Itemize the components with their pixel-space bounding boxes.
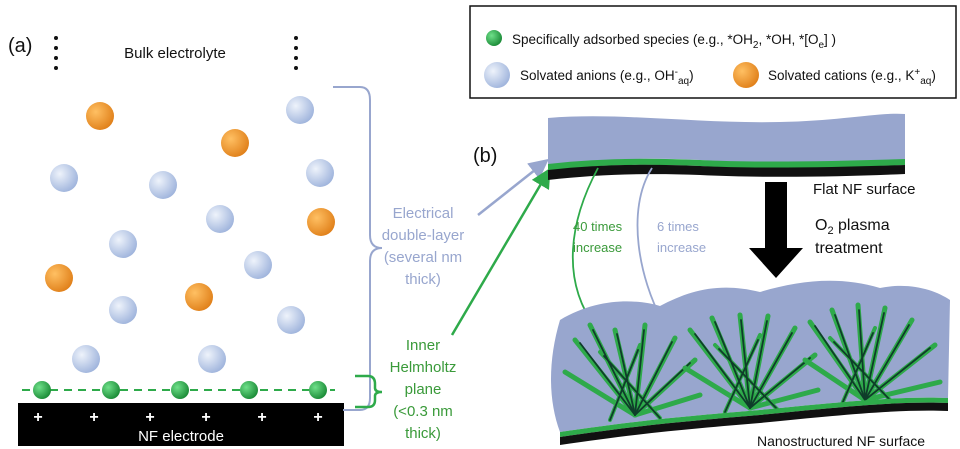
svg-text:Inner: Inner [406, 337, 440, 354]
plus-sign: + [33, 409, 42, 426]
treatment-arrow [749, 182, 803, 278]
nano-nf-substrate [560, 402, 948, 445]
flat-edl-layer [548, 113, 905, 165]
legend-cation-swatch [733, 62, 759, 88]
legend-adsorbed-swatch [486, 30, 502, 46]
svg-text:increase: increase [573, 240, 622, 255]
nano-nf-label: Nanostructured NF surface [757, 433, 925, 449]
adsorbed-particle [102, 381, 120, 399]
cation-particle [86, 102, 114, 130]
flat-adsorbed-layer [548, 158, 905, 171]
anion-particle [109, 230, 137, 258]
svg-text:increase: increase [657, 240, 706, 255]
cation-particle [185, 283, 213, 311]
anion-particle [50, 164, 78, 192]
edl-pointer-arrow [477, 158, 549, 216]
cation-particle [307, 208, 335, 236]
legend-adsorbed-text: Specifically adsorbed species (e.g., *OH… [512, 32, 836, 51]
ihp-label: Inner Helmholtz plane (<0.3 nm thick) [390, 337, 457, 442]
anion-particle [149, 171, 177, 199]
plus-sign: + [145, 409, 154, 426]
adsorbed-particle [171, 381, 189, 399]
legend-anion-text: Solvated anions (e.g., OH-aq) [520, 67, 694, 87]
anion-particle [306, 159, 334, 187]
plus-sign: + [201, 409, 210, 426]
electrode-label: NF electrode [138, 428, 224, 445]
svg-text:double-layer: double-layer [382, 227, 465, 244]
legend-anion-swatch [484, 62, 510, 88]
plus-sign: + [257, 409, 266, 426]
anion-particle [206, 205, 234, 233]
nano-adsorbed-layer [560, 397, 948, 437]
panel-b-label: (b) [473, 145, 497, 167]
nanostructure-flakes [562, 302, 943, 422]
increase-label-green: 40 times increase [573, 219, 623, 255]
svg-text:40 times: 40 times [573, 219, 623, 234]
ihp-pointer-arrow [450, 167, 551, 336]
svg-text:(<0.3 nm: (<0.3 nm [393, 403, 453, 420]
plus-sign: + [313, 409, 322, 426]
bulk-electrolyte-label: Bulk electrolyte [124, 45, 226, 62]
continuation-dots-right [294, 36, 298, 70]
plus-sign: + [89, 409, 98, 426]
svg-text:thick): thick) [405, 425, 441, 442]
continuation-dots-left [54, 36, 58, 70]
anion-particle [244, 251, 272, 279]
anion-particle [277, 306, 305, 334]
svg-text:6 times: 6 times [657, 219, 699, 234]
svg-text:plane: plane [405, 381, 442, 398]
increase-label-blue: 6 times increase [657, 219, 706, 255]
ihp-brace [355, 374, 383, 409]
flat-nf-substrate [548, 164, 905, 180]
solvated-cations [45, 102, 335, 311]
cation-particle [45, 264, 73, 292]
adsorbed-particle [309, 381, 327, 399]
anion-particle [109, 296, 137, 324]
svg-text:Electrical: Electrical [393, 205, 454, 222]
legend-box [469, 5, 957, 99]
anion-particle [286, 96, 314, 124]
legend-cation-text: Solvated cations (e.g., K+aq) [768, 67, 936, 87]
edl-label: Electrical double-layer (several nm thic… [382, 205, 465, 288]
panel-a-label: (a) [8, 35, 32, 57]
treatment-label-line1: O2 plasma [815, 217, 890, 237]
adsorbed-species [33, 381, 327, 399]
anion-particle [198, 345, 226, 373]
svg-text:Helmholtz: Helmholtz [390, 359, 457, 376]
svg-text:(several nm: (several nm [384, 249, 462, 266]
adsorbed-particle [33, 381, 51, 399]
flat-nf-label: Flat NF surface [813, 181, 916, 198]
cation-particle [221, 129, 249, 157]
anion-particle [72, 345, 100, 373]
treatment-label-line2: treatment [815, 240, 883, 257]
solvated-anions [50, 96, 334, 373]
svg-text:thick): thick) [405, 271, 441, 288]
edl-brace [333, 86, 383, 411]
electrode-charges: + + + + + + [33, 409, 322, 426]
nf-electrode [18, 403, 344, 446]
adsorbed-particle [240, 381, 258, 399]
